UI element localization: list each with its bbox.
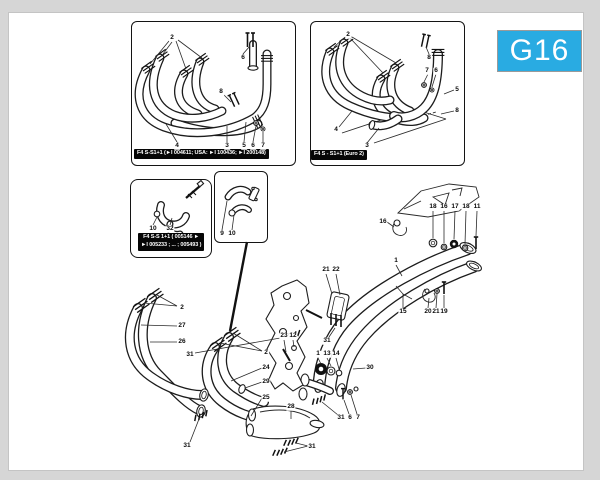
tail-sketch bbox=[397, 183, 480, 218]
page-code: G16 bbox=[509, 34, 570, 67]
variant-box-euro2 bbox=[310, 21, 465, 166]
variant-box-early bbox=[131, 21, 296, 166]
variant-label-early: F4 S-S1+1 (►I 004611; USA: ►I 100436; ►I… bbox=[134, 149, 269, 159]
headers-euro2-art bbox=[321, 33, 455, 144]
detail-pointer-line bbox=[228, 241, 249, 332]
header-pipes-main-art bbox=[124, 287, 269, 423]
variant-label-euro2: F4 S - S1+1 (Euro 2) bbox=[311, 150, 367, 160]
bracket-label-line2: ►I 005233 ; ... ; 005493 ) bbox=[141, 241, 202, 248]
bracket-variant-label: F4 S-S 1+1 ( 005146 ► ►I 005233 ; ... ; … bbox=[138, 233, 205, 251]
gasket-and-hardware-art bbox=[191, 219, 480, 458]
headers-early-art bbox=[134, 32, 274, 143]
elbow-pipes-art bbox=[221, 185, 260, 231]
main-leader-lines bbox=[140, 210, 478, 453]
silencer-pipes-art bbox=[312, 242, 482, 397]
bracket-variant-box bbox=[130, 179, 212, 258]
collector-art bbox=[245, 373, 334, 440]
elbow-detail-box bbox=[214, 171, 268, 243]
page-code-badge: G16 bbox=[497, 30, 582, 72]
bracket-label-line1: F4 S-S 1+1 ( 005146 ► bbox=[143, 234, 200, 240]
